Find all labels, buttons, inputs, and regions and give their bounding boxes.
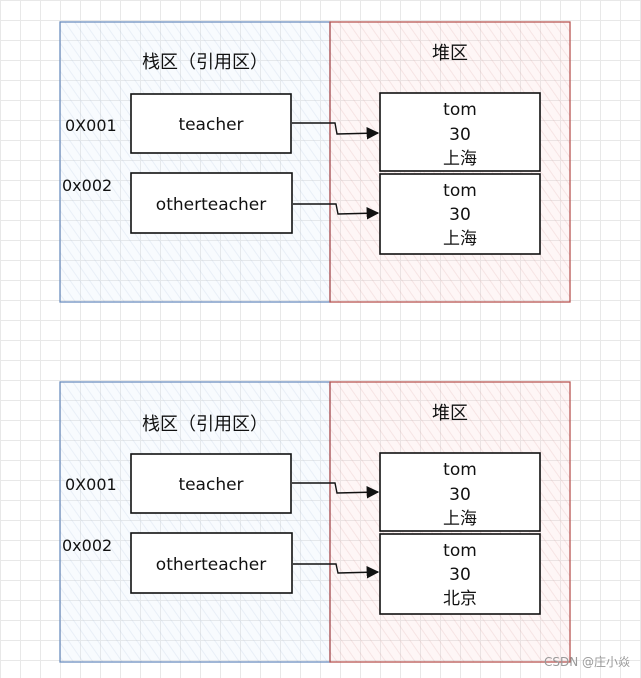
heap-object-box [379,452,541,532]
diagram-2: 栈区（引用区） 堆区 0X001 teacher 0x002 otherteac… [59,381,571,663]
stack-title: 栈区（引用区） [142,52,268,73]
diagram-1: 栈区（引用区） 堆区 0X001 teacher 0x002 otherteac… [59,21,571,303]
heap-title: 堆区 [432,43,468,64]
watermark: CSDN @庄小焱 [544,654,630,669]
object-city: 北京 [443,589,477,609]
object-age: 30 [449,205,471,225]
object-city: 上海 [443,229,477,249]
object-city: 上海 [443,149,477,169]
object-name: tom [443,541,477,561]
reference-label: teacher [178,115,243,135]
reference-box [130,93,292,154]
stack-region [59,381,331,663]
stack-title: 栈区（引用区） [142,414,268,435]
address-label: 0X001 [65,116,117,135]
reference-box [130,453,292,514]
address-label: 0x002 [62,536,112,555]
reference-label: otherteacher [156,195,266,215]
reference-arrow [292,122,380,140]
object-age: 30 [449,125,471,145]
object-city: 上海 [443,509,477,529]
heap-title: 堆区 [432,403,468,424]
object-name: tom [443,100,477,120]
reference-label: teacher [178,475,243,495]
heap-object-box [379,533,541,615]
reference-box [130,532,293,594]
reference-arrow [293,563,380,579]
address-label: 0X001 [65,475,117,494]
object-age: 30 [449,485,471,505]
heap-object-box [379,92,541,172]
reference-arrow [292,482,380,499]
address-label: 0x002 [62,176,112,195]
reference-arrow [293,203,380,220]
object-name: tom [443,181,477,201]
object-name: tom [443,460,477,480]
reference-label: otherteacher [156,555,266,575]
heap-object-box [379,173,541,255]
object-age: 30 [449,565,471,585]
reference-box [130,172,293,234]
stack-region [59,21,331,303]
